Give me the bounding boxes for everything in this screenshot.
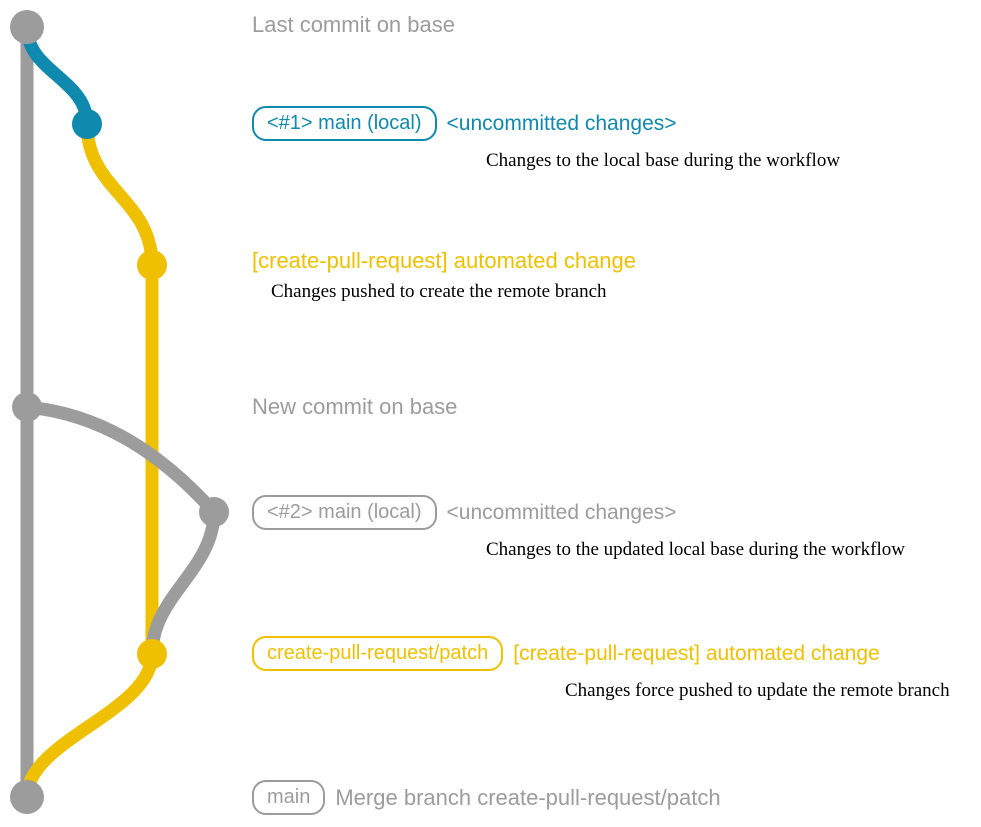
branch-label-main[interactable]: main: [252, 780, 326, 815]
commit-row-head: create-pull-request/patch [create-pull-r…: [252, 636, 950, 671]
commit-row-head: main Merge branch create-pull-request/pa…: [252, 780, 721, 815]
commit-row-new-commit-on-base: New commit on base: [252, 396, 457, 418]
commit-row-head: <#2> main (local) <uncommitted changes>: [252, 495, 905, 530]
node-local-1[interactable]: [72, 109, 102, 139]
commit-row-head: <#1> main (local) <uncommitted changes>: [252, 106, 840, 141]
commit-subject: Last commit on base: [252, 12, 455, 37]
node-local-2[interactable]: [199, 497, 229, 527]
node-base-start[interactable]: [10, 10, 44, 44]
commit-row-automated-change-2: create-pull-request/patch [create-pull-r…: [252, 636, 950, 702]
commit-nodes: [10, 10, 229, 814]
commit-row-merge-commit: main Merge branch create-pull-request/pa…: [252, 780, 721, 815]
node-base-new[interactable]: [12, 392, 42, 422]
commit-subject: Merge branch create-pull-request/patch: [335, 784, 721, 810]
commit-subject: New commit on base: [252, 394, 458, 419]
commit-row-head: [create-pull-request] automated change: [252, 250, 636, 272]
commit-row-head: Last commit on base: [252, 14, 455, 36]
branch-label-main-local-2[interactable]: <#2> main (local): [252, 495, 437, 530]
commit-subject: [create-pull-request] automated change: [252, 248, 637, 273]
commit-row-head: New commit on base: [252, 396, 457, 418]
commit-row-local-change-2: <#2> main (local) <uncommitted changes> …: [252, 495, 905, 561]
commit-row-local-change-1: <#1> main (local) <uncommitted changes> …: [252, 106, 840, 172]
node-merge[interactable]: [10, 780, 44, 814]
git-commit-graph: [10, 10, 229, 814]
edge-local-branch-2: [20, 400, 221, 519]
commit-subject: <uncommitted changes>: [446, 112, 677, 135]
commit-description: Changes to the updated local base during…: [486, 539, 905, 560]
commit-description: Changes pushed to create the remote bran…: [271, 281, 607, 302]
node-patch-1[interactable]: [137, 250, 167, 280]
edge-patch-to-merge: [20, 647, 159, 804]
commit-row-last-commit-on-base: Last commit on base: [252, 14, 455, 36]
node-patch-2[interactable]: [137, 639, 167, 669]
commit-subject: [create-pull-request] automated change: [513, 642, 880, 665]
edge-patch-branch-1: [80, 117, 159, 272]
commit-subject: <uncommitted changes>: [446, 501, 677, 524]
commit-row-automated-change-1: [create-pull-request] automated change C…: [252, 250, 636, 303]
branch-label-create-pull-request-patch[interactable]: create-pull-request/patch: [252, 636, 504, 671]
edge-local2-to-patch2: [145, 505, 221, 661]
edge-local-branch-1: [20, 20, 94, 131]
commit-description: Changes to the local base during the wor…: [486, 150, 841, 171]
branch-label-main-local-1[interactable]: <#1> main (local): [252, 106, 437, 141]
commit-description: Changes force pushed to update the remot…: [565, 680, 950, 701]
